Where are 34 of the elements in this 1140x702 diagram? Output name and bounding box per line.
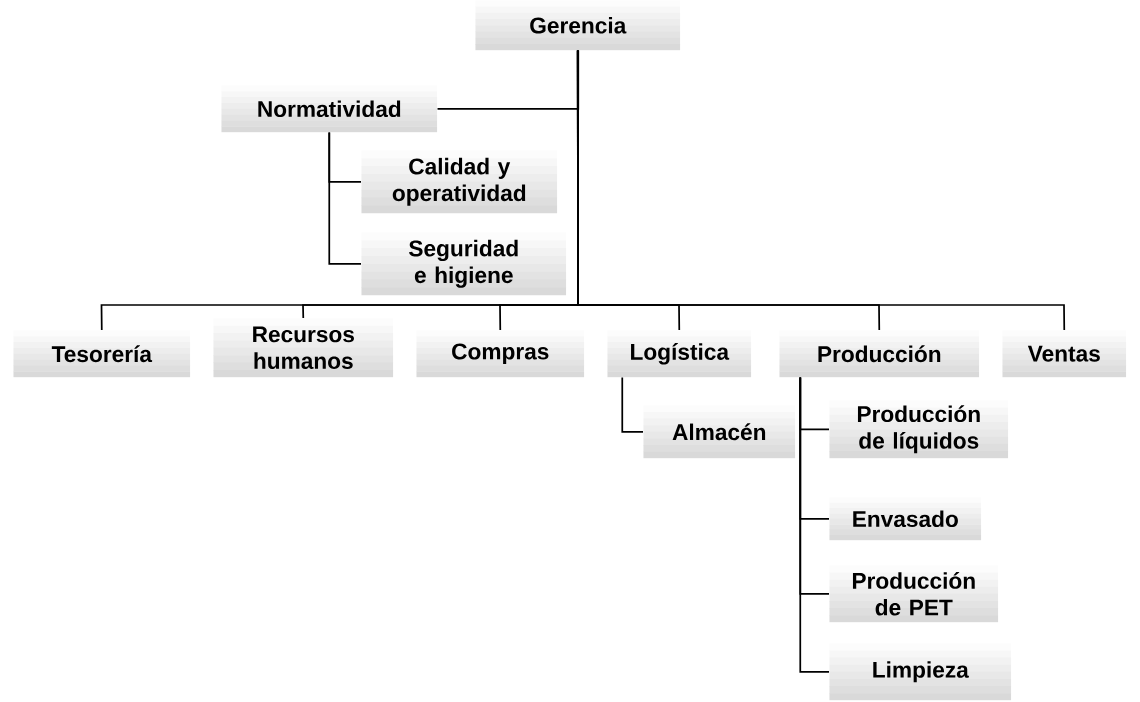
org-box: Limpieza [829, 643, 1012, 701]
connector-line [328, 131, 362, 265]
node-label: Almacén [672, 423, 766, 441]
node-label: Recursos [253, 326, 354, 343]
org-box: Ventas [1002, 330, 1127, 378]
node-label: Normatividad [258, 100, 401, 118]
connector-line [576, 49, 1066, 331]
org-box: Producción de líquidos [829, 400, 1009, 459]
node-label: de líquidos [859, 431, 979, 454]
node-label: Seguridad [409, 239, 518, 262]
node-label: Ventas [1027, 345, 1100, 362]
node-label: Producción [818, 345, 941, 363]
org-box: Recursos humanos [213, 318, 394, 378]
org-box: Logística [607, 330, 752, 378]
node-label: de PET [875, 598, 953, 616]
node-label: Tesorería [51, 345, 153, 363]
org-box: Calidad y operatividad [361, 150, 558, 214]
connector-line [621, 376, 644, 433]
node-label: Gerencia [530, 16, 627, 34]
node-label: e higiene [414, 266, 513, 288]
org-box: Seguridad e higiene [361, 232, 567, 296]
org-box: Normatividad [221, 85, 438, 133]
org-box: Compras [416, 330, 585, 378]
org-box: Producción de PET [829, 565, 999, 623]
org-box: Envasado [829, 497, 982, 541]
node-label: humanos [254, 352, 353, 370]
org-box: Producción [779, 330, 980, 378]
node-label: Producción [857, 405, 980, 423]
node-label: Producción [852, 572, 975, 589]
node-label: operatividad [392, 184, 526, 206]
org-box: Gerencia [475, 0, 681, 51]
org-box: Tesorería [13, 330, 191, 378]
connector-line [799, 376, 830, 673]
org-box: Almacén [643, 405, 796, 459]
